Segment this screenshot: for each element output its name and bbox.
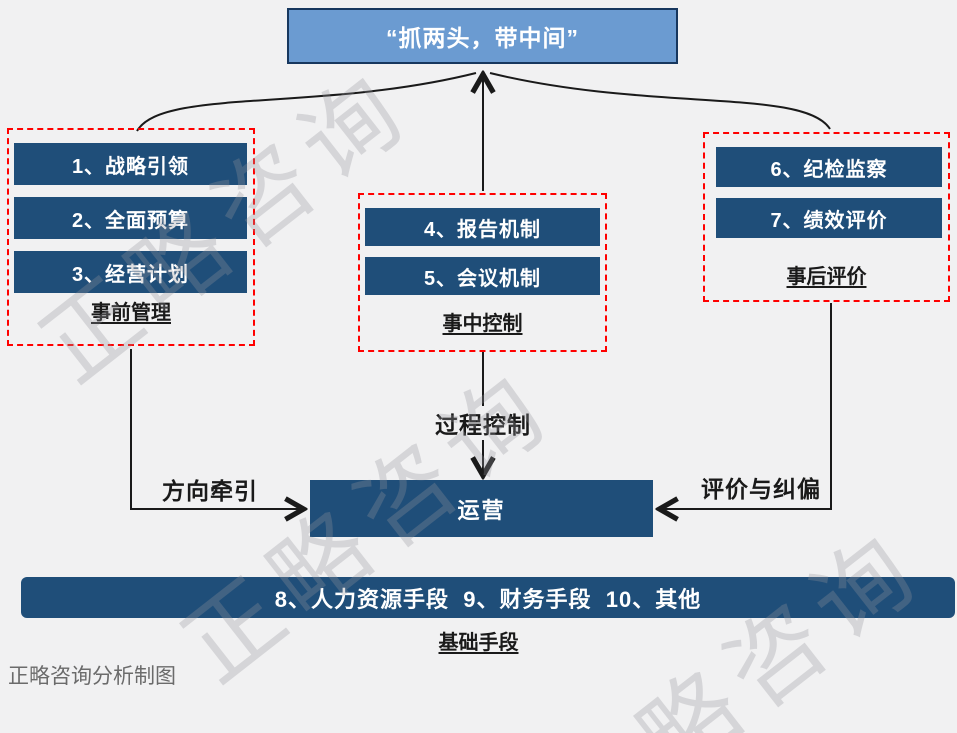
- group-pre-management: 1、战略引领 2、全面预算 3、经营计划 事前管理: [7, 128, 255, 346]
- group-post-evaluation: 6、纪检监察 7、绩效评价 事后评价: [703, 132, 950, 302]
- operations-label: 运营: [457, 497, 506, 523]
- group-pre-caption: 事前管理: [91, 302, 171, 324]
- item-strategy-bar: 1、战略引领: [14, 143, 247, 185]
- group-mid-caption: 事中控制: [442, 313, 523, 335]
- group-post-caption: 事后评价: [786, 266, 867, 288]
- item-discipline-inspection-label: 6、纪检监察: [770, 158, 888, 181]
- item-discipline-inspection-bar: 6、纪检监察: [716, 147, 942, 187]
- item-meeting-mechanism-bar: 5、会议机制: [365, 257, 600, 295]
- edge-label-evaluate-correct: 评价与纠偏: [701, 476, 821, 502]
- item-business-plan-label: 3、经营计划: [71, 263, 190, 286]
- edge-left-curve: [136, 72, 477, 132]
- item-meeting-mechanism-label: 5、会议机制: [423, 267, 542, 290]
- item-performance-evaluation-label: 7、绩效评价: [770, 209, 888, 232]
- foundation-caption: 基础手段: [438, 632, 519, 654]
- edge-label-process-control: 过程控制: [431, 406, 535, 440]
- item-budget-bar: 2、全面预算: [14, 197, 247, 239]
- edge-label-direction-pull: 方向牵引: [162, 478, 258, 504]
- foundation-means-bar: 8、人力资源手段 9、财务手段 10、其他: [21, 577, 955, 618]
- item-strategy-label: 1、战略引领: [71, 155, 190, 178]
- edge-right-elbow-arrow: [662, 303, 832, 509]
- foundation-means-label: 8、人力资源手段 9、财务手段 10、其他: [274, 586, 702, 612]
- footer-attribution: 正略咨询分析制图: [8, 665, 176, 688]
- item-budget-label: 2、全面预算: [71, 209, 190, 232]
- top-principle-label: “抓两头，带中间”: [386, 25, 579, 51]
- item-performance-evaluation-bar: 7、绩效评价: [716, 198, 942, 238]
- item-report-mechanism-bar: 4、报告机制: [365, 208, 600, 246]
- edge-left-elbow-arrow: [130, 349, 301, 509]
- edge-right-curve: [489, 72, 831, 130]
- operations-box: 运营: [310, 480, 653, 537]
- top-principle-box: “抓两头，带中间”: [287, 8, 678, 64]
- item-business-plan-bar: 3、经营计划: [14, 251, 247, 293]
- group-in-process-control: 4、报告机制 5、会议机制 事中控制: [358, 193, 607, 352]
- item-report-mechanism-label: 4、报告机制: [423, 218, 542, 241]
